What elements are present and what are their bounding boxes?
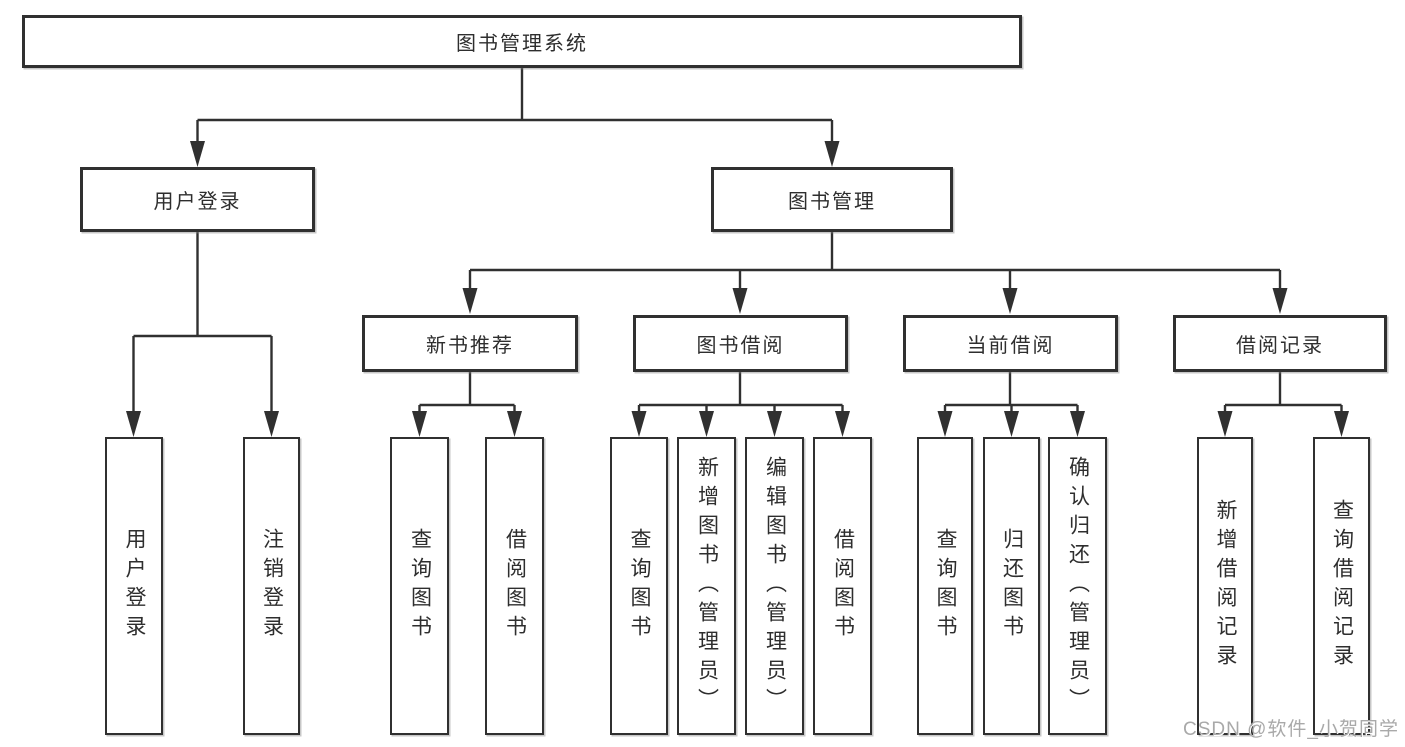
- leaf-add-borrow-record: 新增借阅记录: [1197, 437, 1253, 735]
- leaf-label: 查询图书: [408, 528, 432, 644]
- leaf-label: 查询图书: [628, 528, 651, 644]
- node-current-borrow: 当前借阅: [903, 315, 1118, 372]
- node-book-borrow: 图书借阅: [633, 315, 848, 372]
- leaf-borrow-books-2: 借阅图书: [813, 437, 872, 735]
- node-book-mgmt-branch: 图书管理: [711, 167, 953, 232]
- leaf-label: 查询图书: [934, 528, 957, 644]
- leaf-query-borrow-record: 查询借阅记录: [1313, 437, 1370, 735]
- node-label: 借阅记录: [1236, 335, 1324, 357]
- node-label: 新书推荐: [426, 335, 514, 357]
- node-label: 图书借阅: [696, 335, 785, 357]
- leaf-query-books-2: 查询图书: [610, 437, 668, 735]
- leaf-label: 新增借阅记录: [1214, 499, 1237, 673]
- leaf-label: 借阅图书: [503, 528, 527, 644]
- leaf-label: 借阅图书: [831, 528, 855, 644]
- leaf-logout: 注销登录: [243, 437, 300, 735]
- watermark: CSDN @软件_小贺同学: [1183, 719, 1399, 740]
- node-root: 图书管理系统: [22, 15, 1022, 68]
- leaf-query-books-3: 查询图书: [917, 437, 973, 735]
- leaf-return-book: 归还图书: [983, 437, 1040, 735]
- leaf-label: 用户登录: [123, 528, 146, 644]
- leaf-borrow-books-1: 借阅图书: [485, 437, 544, 735]
- node-new-book-recommend: 新书推荐: [362, 315, 578, 372]
- leaf-label: 新增图书（管理员）: [695, 455, 719, 717]
- node-label: 图书管理: [788, 191, 876, 213]
- leaf-label: 查询借阅记录: [1330, 499, 1354, 673]
- leaf-query-books-1: 查询图书: [390, 437, 449, 735]
- leaf-add-book-admin: 新增图书（管理员）: [677, 437, 736, 735]
- node-user-login-branch: 用户登录: [80, 167, 315, 232]
- leaf-edit-book-admin: 编辑图书（管理员）: [745, 437, 804, 735]
- leaf-user-login: 用户登录: [105, 437, 163, 735]
- leaf-confirm-return-admin: 确认归还（管理员）: [1048, 437, 1107, 735]
- leaf-label: 归还图书: [1000, 528, 1024, 644]
- arrowheads: [126, 141, 1349, 437]
- leaf-label: 注销登录: [260, 528, 284, 644]
- node-label: 用户登录: [153, 191, 242, 213]
- leaf-label: 编辑图书（管理员）: [763, 455, 787, 717]
- leaf-label: 确认归还（管理员）: [1066, 455, 1090, 717]
- node-root-label: 图书管理系统: [456, 33, 588, 55]
- node-borrow-records: 借阅记录: [1173, 315, 1387, 372]
- node-label: 当前借阅: [966, 335, 1055, 357]
